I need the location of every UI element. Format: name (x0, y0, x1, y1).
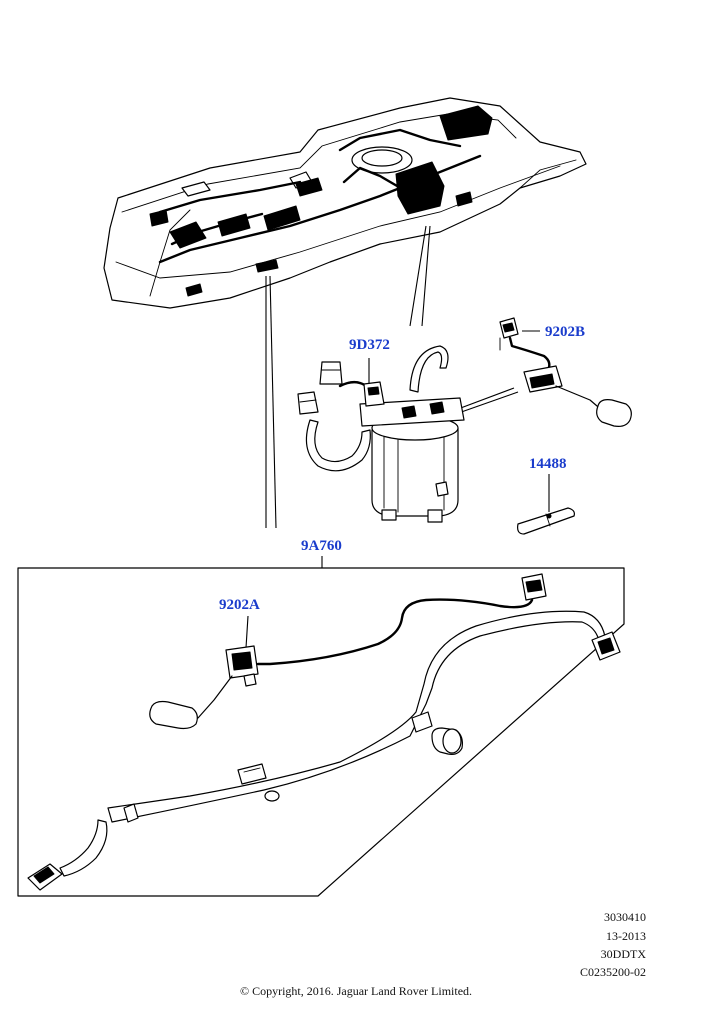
callout-9202b[interactable]: 9202B (545, 324, 586, 340)
copyright-notice: © Copyright, 2016. Jaguar Land Rover Lim… (239, 984, 473, 998)
reference-model-code: 30DDTX (600, 947, 646, 961)
reference-number: 3030410 (604, 910, 646, 924)
callout-9a760[interactable]: 9A760 (301, 538, 342, 554)
sender-unit-b (499, 317, 632, 427)
callout-9202a[interactable]: 9202A (219, 597, 260, 613)
harness-assembly (27, 573, 621, 891)
fuel-tank (103, 97, 587, 309)
callout-9d372[interactable]: 9D372 (349, 337, 390, 353)
callout-14488[interactable]: 14488 (529, 456, 567, 472)
reference-catalog-code: C0235200-02 (580, 965, 646, 979)
reference-date: 13-2013 (606, 929, 646, 943)
fuel-pump-module (297, 345, 465, 523)
clip-part (517, 507, 575, 535)
leader-lines (245, 225, 550, 649)
harness-frame (17, 556, 625, 897)
